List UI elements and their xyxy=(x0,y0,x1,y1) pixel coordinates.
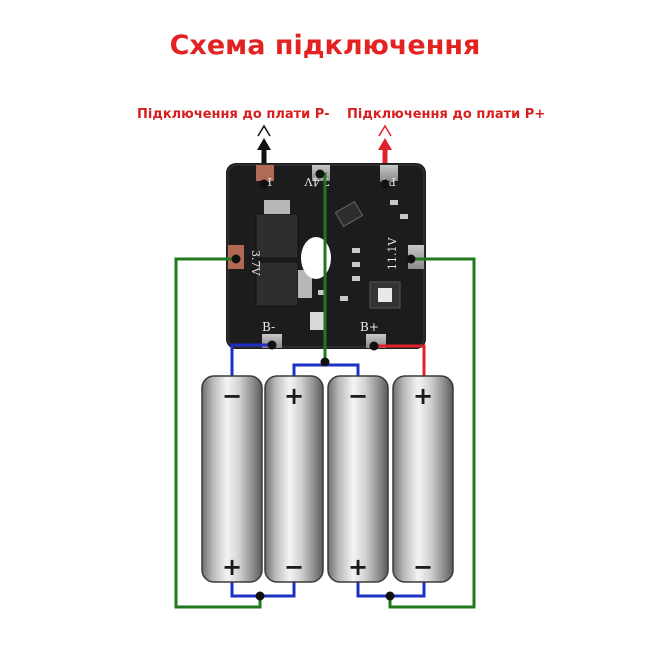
pad-p-minus xyxy=(256,165,274,181)
junction-7v xyxy=(315,169,325,179)
junction-b-plus xyxy=(369,341,379,351)
cell-3-top-terminal: − xyxy=(348,382,368,410)
cell-4-top-terminal: + xyxy=(413,382,433,410)
battery-cell-1: − + xyxy=(201,375,263,583)
cell-1-bottom-terminal: + xyxy=(222,553,242,581)
junction-11v xyxy=(406,254,416,264)
wire-green-left xyxy=(174,257,262,609)
junction-b-minus xyxy=(267,340,277,350)
silk-7v: 7.4V xyxy=(304,175,330,188)
wire-red-b-plus xyxy=(374,344,426,376)
wire-green-right xyxy=(388,257,476,609)
silk-b-plus: B+ xyxy=(360,320,379,334)
mosfet-top xyxy=(255,213,299,259)
label-p-minus: Підключення до плати P- xyxy=(137,107,330,122)
silk-b-minus: B- xyxy=(262,320,275,334)
cell-2-bottom-terminal: − xyxy=(284,553,304,581)
silk-3v: 3.7V xyxy=(249,250,262,276)
cell-1-top-terminal: − xyxy=(222,382,242,410)
pad-p-plus xyxy=(380,165,398,181)
label-p-plus: Підключення до плати P+ xyxy=(347,107,546,122)
diagram-title: Схема підключення xyxy=(169,30,481,61)
cell-2-top-terminal: + xyxy=(284,382,304,410)
battery-cell-3: − + xyxy=(327,375,389,583)
battery-cell-2: + − xyxy=(264,375,324,583)
silk-11v: 11.1V xyxy=(386,237,399,270)
junction-3v xyxy=(231,254,241,264)
junction-p-plus xyxy=(380,179,390,189)
junction-bottom-right xyxy=(385,591,395,601)
wires xyxy=(174,169,476,609)
battery-cell-4: + − xyxy=(392,375,454,583)
junction-p-minus xyxy=(259,179,269,189)
cell-3-bottom-terminal: + xyxy=(348,553,368,581)
wire-blue-b-minus xyxy=(230,343,272,376)
junction-top-link xyxy=(320,357,330,367)
cell-4-bottom-terminal: − xyxy=(413,553,433,581)
junction-bottom-left xyxy=(255,591,265,601)
wire-blue-top-link xyxy=(292,363,360,376)
